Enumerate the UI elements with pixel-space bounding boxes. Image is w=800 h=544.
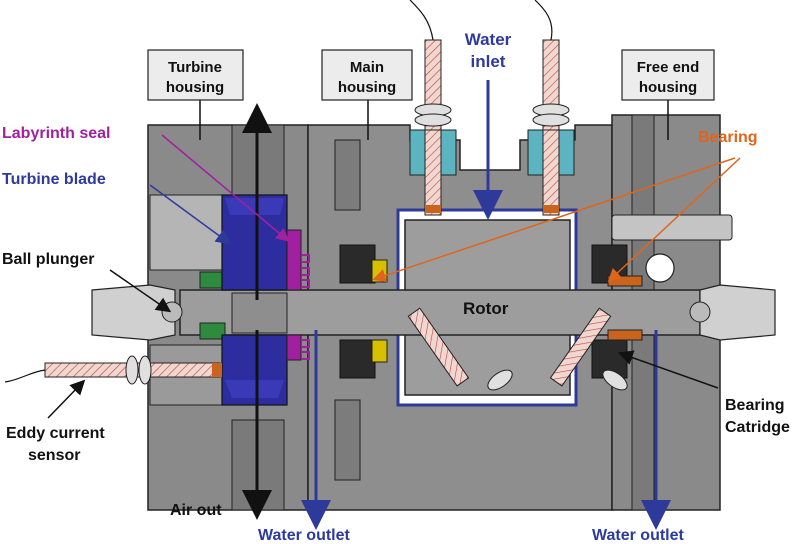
air-out-label: Air out [170,502,222,519]
eddy-sensor-leader [47,379,86,419]
bearing-catridge-leader [617,350,719,389]
turbine-blade-label: Turbine blade [2,171,106,188]
water-outlet-left-label: Water outlet [258,527,351,544]
turbine-housing-box: Turbine housing [147,49,244,101]
labyrinth-seal-label: Labyrinth seal [2,125,110,142]
eddy-current-sensor-label-line1: Eddy current [6,425,105,442]
angled-pipe-right [549,307,628,391]
turbine-blade-leader [149,184,232,245]
water-inlet-pipe-right [527,0,575,216]
main-housing-label-line1: Main [350,59,384,76]
main-housing-box: Main housing [321,49,413,101]
bearing-leader-right [607,157,741,283]
free-end-housing-label-line1: Free end [637,59,700,76]
ball-plunger-leader [109,269,172,313]
ball-plunger-left [91,284,183,341]
turbine-housing-label-line1: Turbine [168,59,222,76]
ball-plunger-right [689,284,776,341]
ball-plunger-label: Ball plunger [2,251,94,268]
water-inlet-pipe-left [409,0,457,216]
labyrinth-seal [286,229,310,361]
free-end-housing-box: Free end housing [621,49,715,101]
labyrinth-seal-leader [161,134,290,242]
water-outlet-right-label: Water outlet [592,527,685,544]
eddy-current-sensor [4,355,222,385]
turbine-housing-label-line2: housing [166,79,224,96]
water-inlet-label-line1: Water [465,30,512,49]
water-inlet-label-line2: inlet [471,52,506,71]
rotor-label: Rotor [463,299,509,318]
main-housing-label-line2: housing [338,79,396,96]
free-end-housing-label-line2: housing [639,79,697,96]
angled-pipe-left [407,307,513,391]
eddy-current-sensor-label-line2: sensor [28,447,80,464]
bearing-leader-left [372,157,736,283]
bearing-catridge-label-line2: Catridge [725,419,790,436]
bearing-label: Bearing [698,129,758,146]
bearing-catridge-label-line1: Bearing [725,397,785,414]
bearing-left [199,244,388,379]
